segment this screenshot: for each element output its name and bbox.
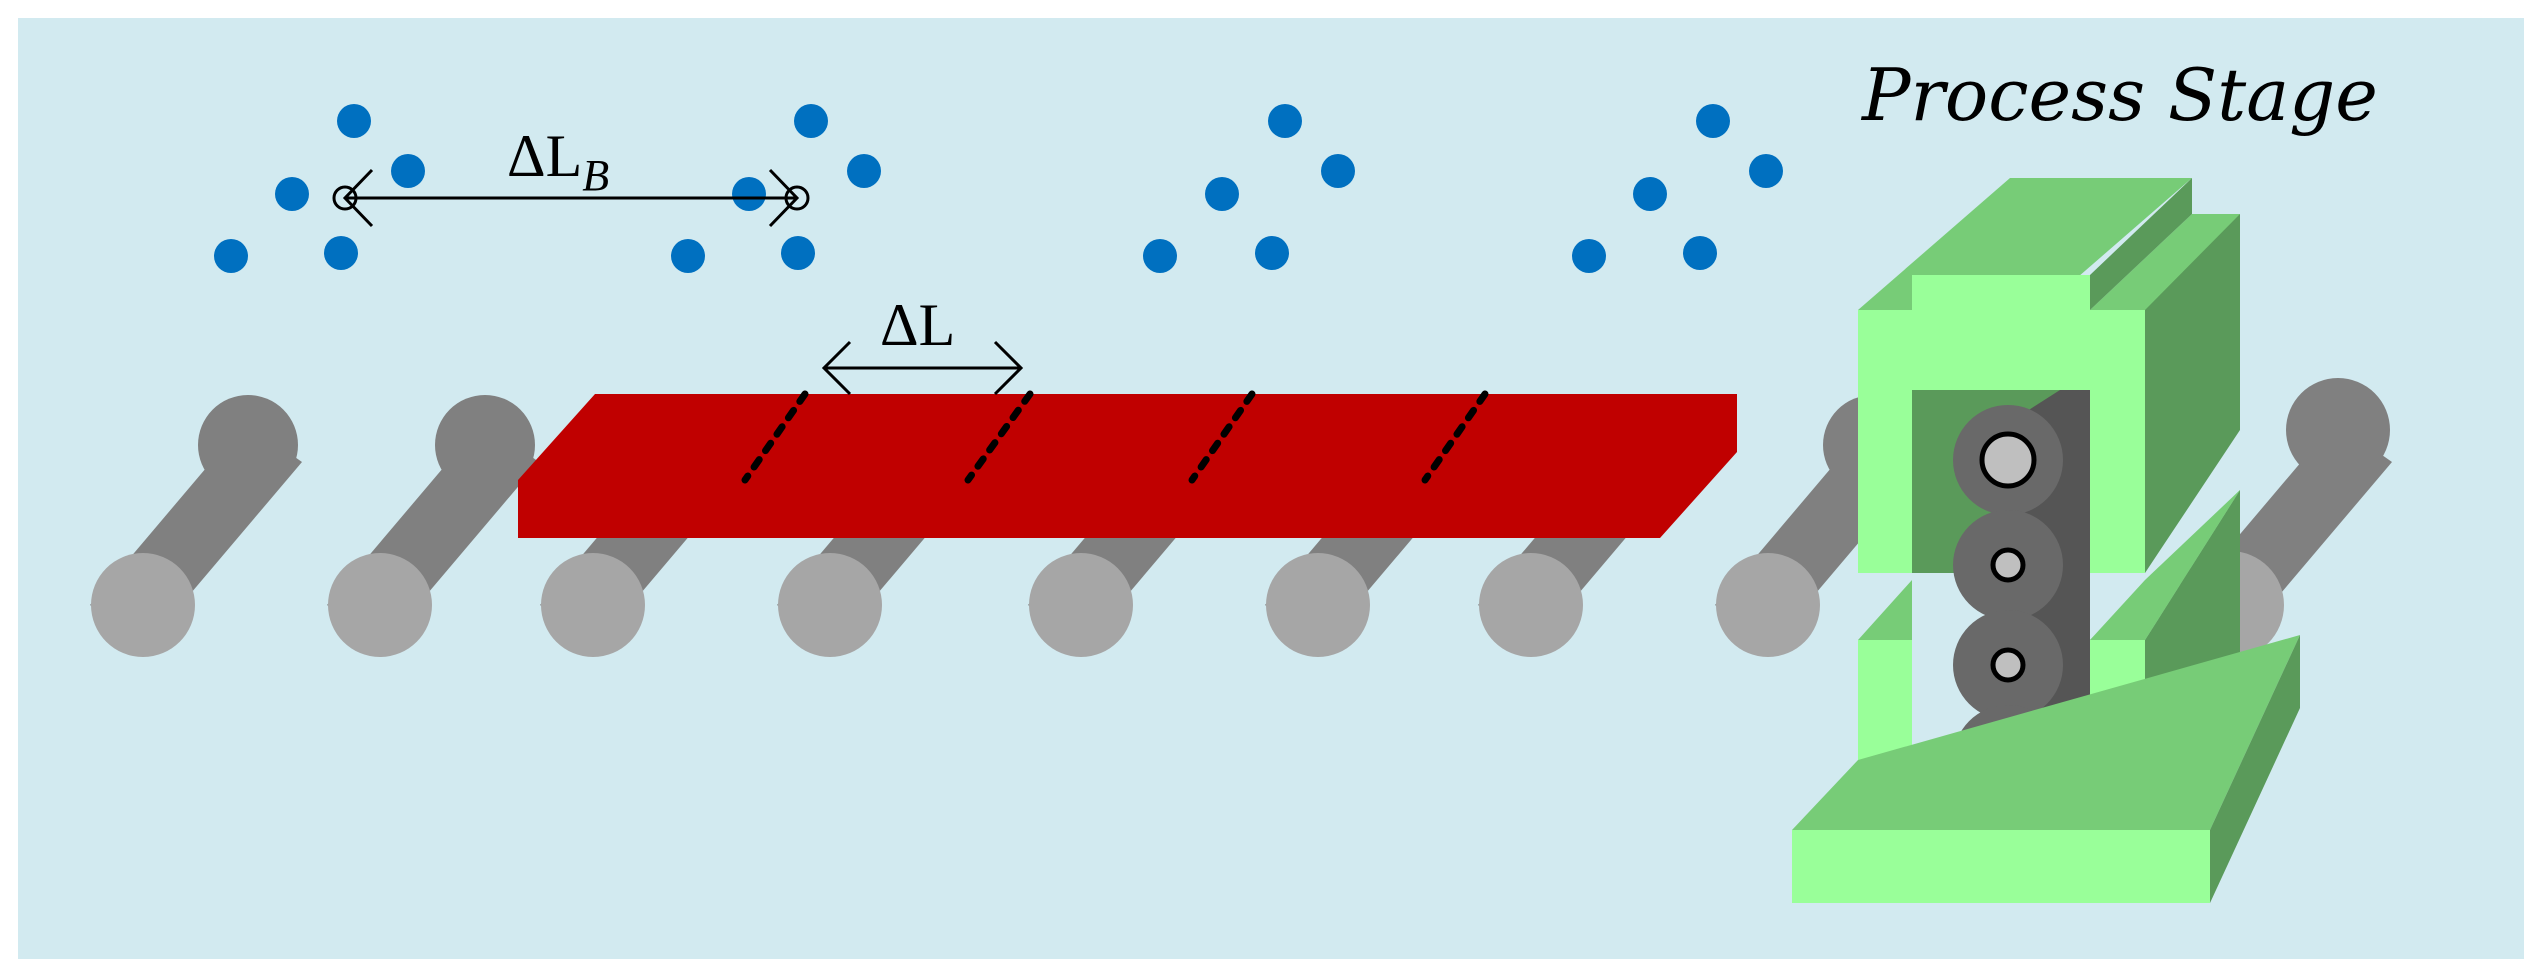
sensor-clusters bbox=[214, 104, 1783, 273]
process-stage-title: Process Stage bbox=[1860, 53, 2378, 137]
stand-base-top bbox=[1792, 635, 2300, 830]
sensor-cluster-1 bbox=[214, 104, 425, 273]
slab bbox=[518, 394, 1737, 538]
slab-mark bbox=[964, 390, 1034, 484]
sensor-cluster-3 bbox=[1143, 104, 1355, 273]
roller bbox=[90, 395, 302, 657]
roller bbox=[327, 395, 539, 657]
delta-l-label: ΔL bbox=[880, 292, 955, 358]
sensor-cluster-2 bbox=[671, 104, 881, 273]
stand-base-front bbox=[1792, 830, 2210, 903]
stand-upper-front bbox=[1858, 275, 2145, 573]
delta-lb-dimension bbox=[332, 168, 810, 228]
slab-marks bbox=[741, 390, 1489, 484]
stand-base-side bbox=[2210, 635, 2300, 903]
rolling-mill-stand bbox=[1792, 178, 2300, 903]
sensor-cluster-4 bbox=[1572, 104, 1783, 273]
slab-mark bbox=[1421, 390, 1489, 484]
slab-mark bbox=[1188, 390, 1256, 484]
delta-l-dimension bbox=[821, 340, 1024, 396]
slab-mark bbox=[741, 390, 809, 484]
delta-lb-label: ΔLB bbox=[507, 123, 609, 200]
